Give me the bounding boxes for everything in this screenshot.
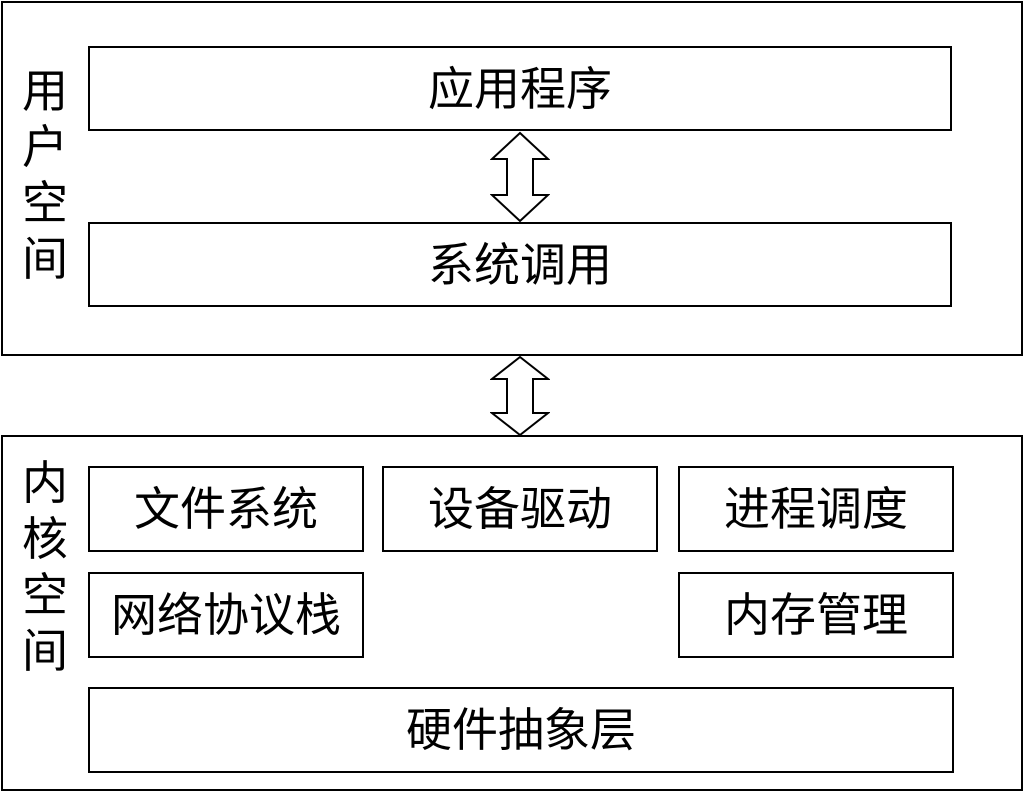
kernel-space-label: 内核空间 xyxy=(22,456,68,678)
double-vertical-arrow-icon xyxy=(490,131,550,223)
file-system-box: 文件系统 xyxy=(88,466,364,552)
device-driver-box: 设备驱动 xyxy=(382,466,658,552)
user-space-label: 用户空间 xyxy=(22,64,68,286)
double-vertical-arrow-icon xyxy=(490,355,550,437)
syscall-box: 系统调用 xyxy=(88,222,952,307)
app-box: 应用程序 xyxy=(88,46,952,131)
memory-management-box: 内存管理 xyxy=(678,572,954,658)
network-stack-box: 网络协议栈 xyxy=(88,572,364,658)
process-scheduling-box: 进程调度 xyxy=(678,466,954,552)
hal-box: 硬件抽象层 xyxy=(88,687,954,773)
